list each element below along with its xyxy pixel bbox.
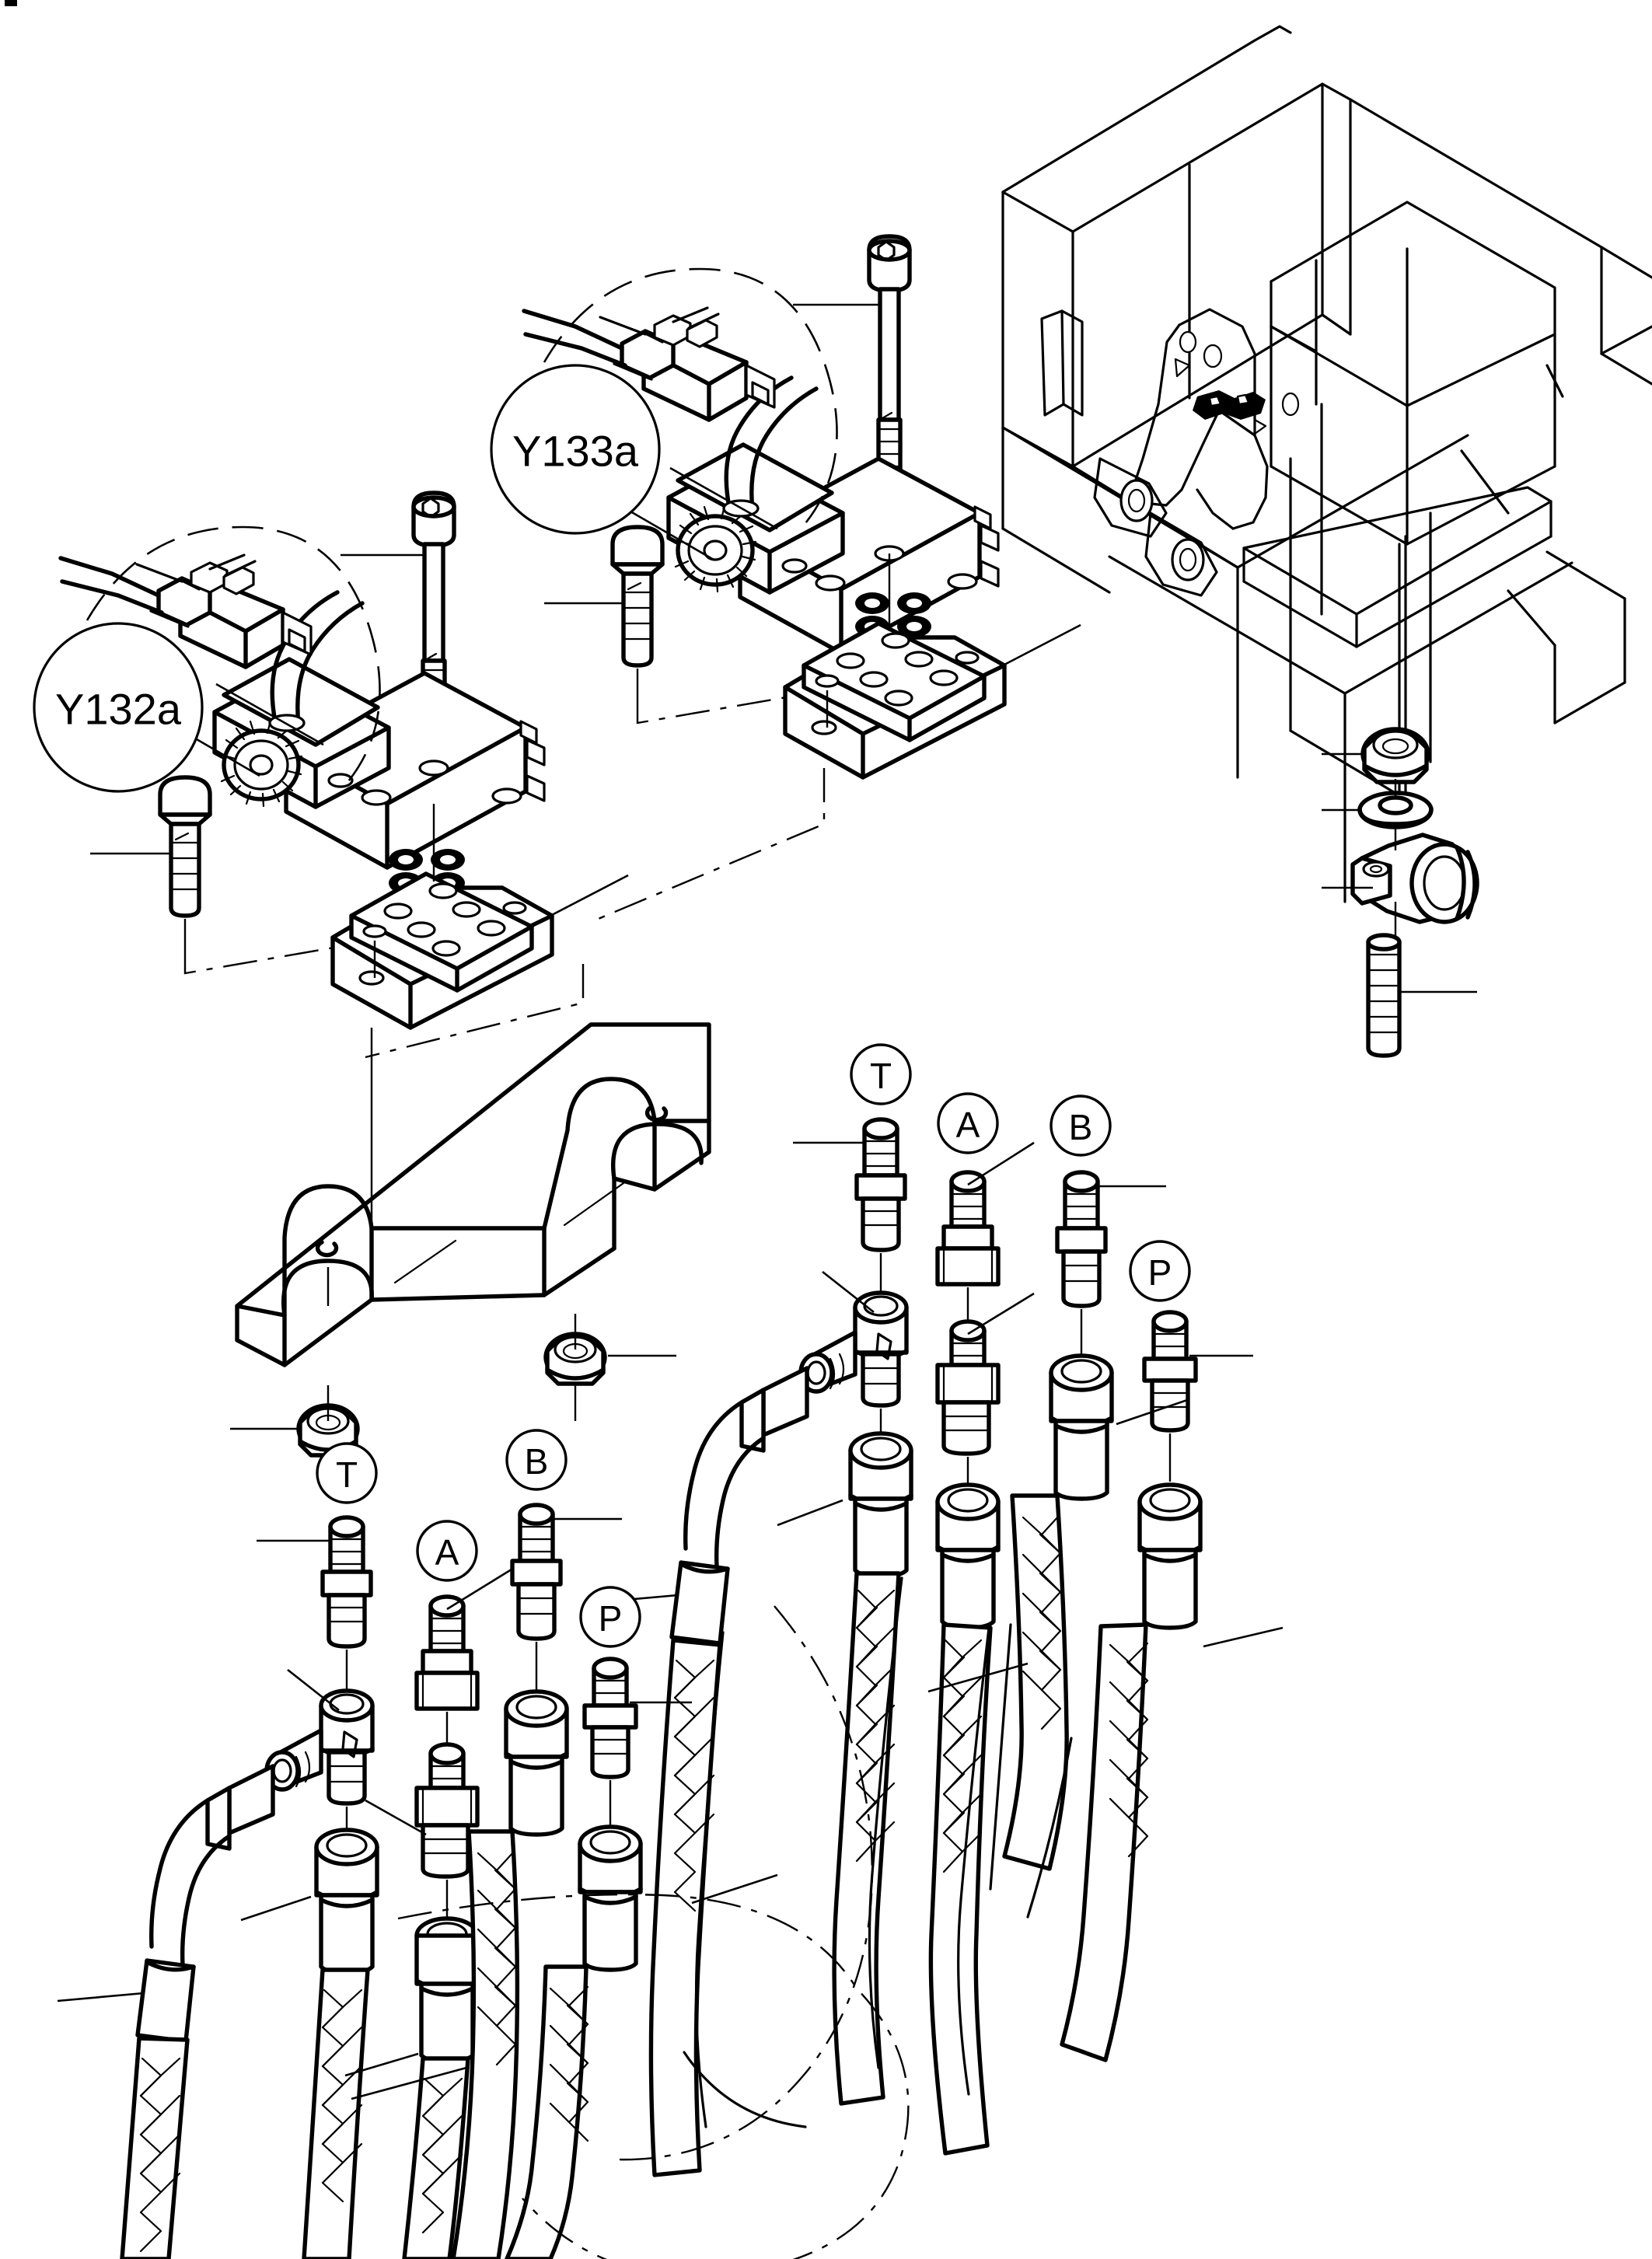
lock-nut-bracket-left — [230, 1385, 360, 1482]
port-balloons-lower: T A B P — [316, 1429, 641, 1648]
fitting-nipple-B-upper — [1055, 1170, 1166, 1356]
hose-P-lower — [505, 1824, 643, 2259]
callout-y132a-label: Y132a — [55, 685, 182, 734]
hose-route-tail-1 — [683, 2051, 807, 2128]
lock-nut-bracket-right — [543, 1314, 676, 1421]
callout-y133a: Y133a — [490, 364, 661, 535]
hose-T-lower — [240, 1828, 379, 2259]
manifold-block-upper — [783, 553, 1081, 780]
registration-mark — [5, 0, 17, 6]
elbow-hose-upper — [590, 1366, 809, 2177]
hose-B-lower — [451, 1689, 569, 2259]
hose-tail-b — [868, 1576, 903, 2069]
balloon-P-upper-label: P — [1148, 1252, 1172, 1293]
balloon-A-upper-label: A — [956, 1105, 980, 1145]
elbow-hose-lower — [57, 1764, 275, 2259]
callout-y132a-circle — [33, 622, 204, 793]
hose-T-upper — [777, 1431, 913, 2106]
electrical-connector-upper — [522, 306, 776, 422]
connector-route-upper — [543, 267, 838, 528]
centerline-manifold-to-bracket — [365, 964, 585, 1059]
socket-head-cap-screw-lower — [341, 491, 456, 780]
hose-clamp — [1322, 833, 1479, 924]
centerline-hex-bolt-lower — [183, 939, 375, 975]
balloon-B-upper-label: B — [1069, 1107, 1093, 1147]
hose-route-curve-lower — [397, 1893, 910, 2259]
fitting-adapter-A-upper — [935, 1292, 1035, 1500]
manifold-block-lower — [330, 804, 629, 1030]
hex-bolt-upper — [544, 525, 665, 700]
balloon-A-lower-label: A — [435, 1532, 459, 1573]
fitting-nipple-A-lower — [414, 1564, 519, 1749]
balloon-A-upper: A — [937, 1092, 999, 1154]
clamp-threaded-stud — [1366, 933, 1477, 1058]
callout-y133a-label: Y133a — [512, 427, 639, 476]
balloon-P-lower: P — [579, 1586, 641, 1648]
hose-leader-lower-2 — [691, 1873, 778, 1905]
hose-leader-upper-1 — [927, 1662, 1029, 1693]
hose-A-lower — [344, 1916, 480, 2259]
balloon-T-upper-label: T — [870, 1056, 892, 1096]
balloon-T-lower-label: T — [336, 1454, 358, 1495]
balloon-P-upper: P — [1129, 1240, 1191, 1302]
centerline-manifold-link — [590, 768, 826, 924]
hose-tail-e — [1026, 1737, 1073, 1919]
electrical-connector-lower — [58, 553, 313, 669]
solenoid-valve-lower — [152, 590, 546, 870]
callout-y133a-circle — [490, 364, 661, 535]
fitting-nipple-B-lower — [510, 1503, 622, 1692]
balloon-P-lower-label: P — [599, 1598, 623, 1639]
fitting-nipple-T-upper — [793, 1117, 907, 1304]
balloon-B-lower-label: B — [525, 1441, 549, 1482]
callout-y132a: Y132a — [33, 622, 204, 793]
hose-tail-c — [694, 1631, 725, 2128]
connector-route-lower — [86, 525, 381, 786]
fitting-nipple-T-lower — [257, 1515, 373, 1702]
fitting-adapter-A-lower — [365, 1742, 480, 1920]
hose-route-curve-upper — [615, 1605, 873, 2161]
balloon-B-lower: B — [505, 1429, 568, 1491]
fitting-nipple-P-lower — [582, 1657, 692, 1825]
hose-clamp-assembly — [1322, 727, 1479, 1058]
balloon-A-lower: A — [416, 1520, 478, 1582]
hose-tail-d — [989, 1623, 1012, 1891]
balloon-T-upper: T — [850, 1043, 912, 1105]
tee-fitting-upper — [798, 1270, 909, 1447]
fitting-nipple-A-upper — [935, 1141, 1035, 1326]
hose-B-upper — [1002, 1353, 1190, 1871]
hose-tail-a — [957, 1626, 990, 2096]
balloon-B-upper: B — [1050, 1095, 1112, 1157]
clamp-flat-washer — [1322, 791, 1434, 829]
port-balloons-upper: T A B P — [850, 1043, 1191, 1302]
hose-leader-lower-1 — [351, 2066, 467, 2100]
hex-bolt-lower — [90, 775, 212, 950]
balloon-T-lower: T — [316, 1442, 378, 1504]
mounting-bracket-plate — [235, 1022, 711, 1367]
centerline-hex-bolt-upper — [636, 689, 828, 724]
hose-P-upper — [1060, 1482, 1284, 2062]
